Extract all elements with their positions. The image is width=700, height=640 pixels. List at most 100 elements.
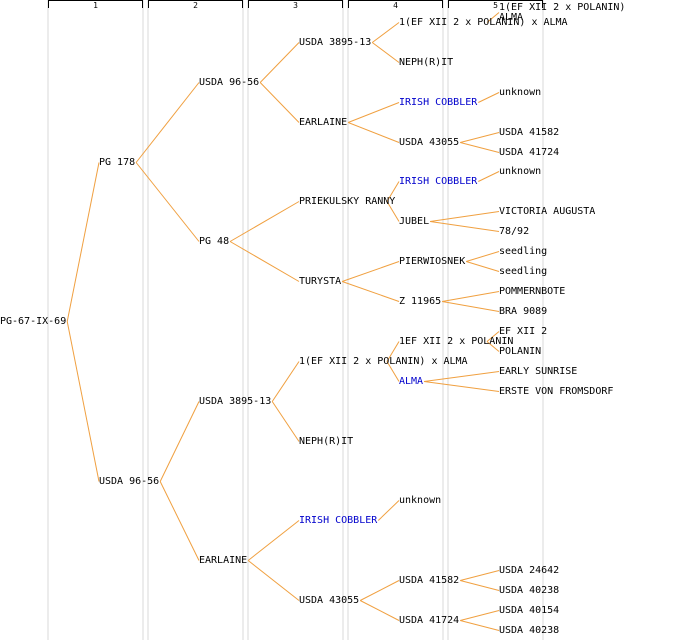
pedigree-node[interactable]: EF XII 2 (499, 325, 548, 337)
pedigree-node[interactable]: 78/92 (499, 225, 530, 237)
pedigree-link (466, 261, 500, 272)
pedigree-link (359, 580, 400, 601)
pedigree-link (386, 181, 400, 202)
pedigree-node[interactable]: USDA 43055 (399, 136, 460, 148)
pedigree-link (159, 401, 200, 482)
generation-divider (342, 0, 344, 640)
pedigree-node[interactable]: 1(EF XII 2 x POLANIN) x ALMA (299, 355, 468, 367)
generation-divider (247, 0, 249, 640)
pedigree-node[interactable]: NEPH(R)IT (399, 56, 454, 68)
pedigree-node[interactable]: seedling (499, 265, 548, 277)
pedigree-node[interactable]: PG-67-IX-69 (0, 315, 67, 327)
pedigree-node-line: 1(EF XII 2 x POLANIN) (499, 1, 626, 13)
pedigree-node[interactable]: IRISH COBBLER (299, 514, 378, 526)
pedigree-link (486, 341, 500, 352)
generation-divider (542, 0, 544, 640)
pedigree-link (377, 500, 400, 521)
pedigree-link (229, 201, 300, 242)
pedigree-node[interactable]: NEPH(R)IT (299, 435, 354, 447)
pedigree-link (430, 221, 500, 232)
pedigree-node-multiline[interactable]: 1(EF XII 2 x POLANIN)ALMA (499, 1, 626, 23)
generation-divider (142, 0, 144, 640)
pedigree-node[interactable]: USDA 41724 (399, 614, 460, 626)
pedigree-link (247, 560, 300, 601)
generation-divider (47, 0, 49, 640)
pedigree-node[interactable]: TURYSTA (299, 275, 342, 287)
generation-number: 5 (493, 1, 498, 10)
pedigree-link (486, 331, 500, 342)
pedigree-link (229, 241, 300, 282)
pedigree-link (424, 381, 500, 392)
pedigree-node[interactable]: VICTORIA AUGUSTA (499, 205, 596, 217)
generation-number: 2 (193, 1, 198, 10)
generation-header: 1 (48, 0, 143, 10)
pedigree-node[interactable]: seedling (499, 245, 548, 257)
pedigree-node[interactable]: 1EF XII 2 x POLANIN (399, 335, 514, 347)
pedigree-link (442, 291, 500, 302)
generation-header: 4 (348, 0, 443, 10)
generation-divider (347, 0, 349, 640)
pedigree-link (159, 481, 200, 561)
generation-header: 3 (248, 0, 343, 10)
pedigree-node[interactable]: IRISH COBBLER (399, 96, 478, 108)
pedigree-node[interactable]: USDA 3895-13 (199, 395, 272, 407)
pedigree-node[interactable]: USDA 24642 (499, 564, 560, 576)
pedigree-node[interactable]: JUBEL (399, 215, 430, 227)
pedigree-link (460, 620, 500, 631)
pedigree-link (478, 171, 500, 182)
pedigree-node[interactable]: unknown (499, 86, 542, 98)
pedigree-node[interactable]: ALMA (399, 375, 424, 387)
pedigree-link (66, 162, 100, 322)
pedigree-node[interactable]: BRA 9089 (499, 305, 548, 317)
pedigree-node[interactable]: USDA 40238 (499, 584, 560, 596)
pedigree-link (135, 82, 200, 163)
pedigree-link (66, 321, 100, 482)
pedigree-node[interactable]: 1(EF XII 2 x POLANIN) x ALMA (399, 16, 568, 28)
pedigree-node[interactable]: unknown (499, 165, 542, 177)
pedigree-node[interactable]: Z 11965 (399, 295, 442, 307)
pedigree-node[interactable]: POLANIN (499, 345, 542, 357)
pedigree-node[interactable]: unknown (399, 494, 442, 506)
pedigree-link (424, 371, 500, 382)
pedigree-link (386, 361, 400, 382)
pedigree-link (341, 261, 400, 282)
pedigree-node[interactable]: PIERWIOSNEK (399, 255, 466, 267)
generation-divider (447, 0, 449, 640)
pedigree-node[interactable]: PG 48 (199, 235, 230, 247)
pedigree-link (460, 570, 500, 581)
pedigree-node[interactable]: POMMERNBOTE (499, 285, 566, 297)
pedigree-node[interactable]: USDA 40238 (499, 624, 560, 636)
pedigree-link (259, 42, 300, 83)
generation-number: 4 (393, 1, 398, 10)
generation-number: 3 (293, 1, 298, 10)
pedigree-link (430, 211, 500, 222)
pedigree-link (371, 22, 400, 43)
pedigree-node[interactable]: EARLAINE (299, 116, 348, 128)
pedigree-link (460, 132, 500, 143)
pedigree-link (442, 301, 500, 312)
pedigree-node[interactable]: USDA 96-56 (99, 475, 160, 487)
pedigree-node[interactable]: IRISH COBBLER (399, 175, 478, 187)
pedigree-node[interactable]: EARLAINE (199, 554, 248, 566)
pedigree-link (460, 610, 500, 621)
pedigree-node[interactable]: USDA 40154 (499, 604, 560, 616)
pedigree-node[interactable]: USDA 41724 (499, 146, 560, 158)
pedigree-link (460, 580, 500, 591)
pedigree-link (347, 122, 400, 143)
pedigree-node[interactable]: USDA 43055 (299, 594, 360, 606)
pedigree-link (347, 102, 400, 123)
pedigree-link (386, 201, 400, 222)
pedigree-node[interactable]: USDA 96-56 (199, 76, 260, 88)
pedigree-node[interactable]: USDA 3895-13 (299, 36, 372, 48)
pedigree-link (259, 82, 300, 123)
pedigree-link (135, 162, 200, 242)
pedigree-node[interactable]: EARLY SUNRISE (499, 365, 578, 377)
pedigree-node[interactable]: ERSTE VON FROMSDORF (499, 385, 614, 397)
pedigree-link (247, 520, 300, 561)
pedigree-node[interactable]: PRIEKULSKY RANNY (299, 195, 396, 207)
pedigree-node[interactable]: USDA 41582 (399, 574, 460, 586)
pedigree-node[interactable]: USDA 41582 (499, 126, 560, 138)
pedigree-node[interactable]: PG 178 (99, 156, 136, 168)
